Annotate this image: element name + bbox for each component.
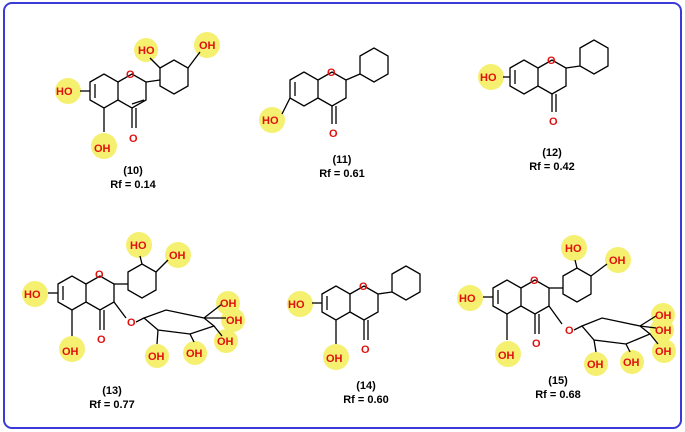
glycoside-oxygen: O (127, 317, 136, 329)
ring-c (537, 59, 567, 95)
compound-14: O O HO OH (14) Rf = 0.60 (287, 265, 421, 406)
compound-number: (15) (548, 375, 568, 387)
carbonyl-oxygen: O (97, 334, 106, 346)
highlight-oh3p (561, 235, 587, 261)
ring-oxygen: O (359, 281, 368, 293)
oh7-label: HO (24, 289, 41, 301)
highlight-s5 (216, 291, 240, 315)
highlight-oh5 (91, 133, 117, 159)
compound-11: O O HO (11) Rf = 0.61 (259, 47, 389, 180)
carbonyl-oxygen: O (549, 116, 558, 128)
compound-10: O O HO OH HO OH (10) Rf = 0.14 (55, 32, 220, 191)
ring-c (520, 279, 550, 315)
ring-b (159, 59, 189, 95)
compound-number: (14) (356, 380, 376, 392)
highlight-oh2p (134, 38, 158, 62)
sugar-oh-2: OH (623, 357, 640, 369)
highlight-s2 (183, 341, 207, 365)
ring-oxygen: O (547, 55, 556, 67)
compound-number: (13) (102, 385, 122, 397)
sugar-oh-4: OH (226, 315, 243, 327)
highlight-oh4p (194, 32, 220, 58)
highlight-s2 (620, 350, 644, 374)
oh7-label: HO (56, 86, 73, 98)
highlight-oh5 (59, 336, 85, 362)
rf-value: Rf = 0.42 (529, 161, 575, 173)
oh7-label: HO (480, 72, 497, 84)
highlight-oh3p (126, 232, 152, 258)
carbonyl-oxygen: O (129, 133, 138, 145)
ring-oxygen: O (530, 275, 539, 287)
sugar-oh-1: OH (587, 359, 604, 371)
sugar-oh-2: OH (186, 348, 203, 360)
figure-border (3, 2, 682, 429)
ring-oxygen: O (126, 69, 135, 81)
rf-value: Rf = 0.14 (110, 179, 156, 191)
oh2p-label: HO (138, 45, 155, 57)
compound-number: (10) (123, 165, 143, 177)
highlight-oh7 (55, 78, 81, 104)
rf-value: Rf = 0.61 (319, 168, 365, 180)
compound-12: O O HO (12) Rf = 0.42 (478, 39, 609, 173)
sugar-oh-3: OH (217, 336, 234, 348)
glycoside-oxygen: O (565, 325, 574, 337)
highlight-s5 (651, 303, 675, 327)
highlight-oh7 (457, 285, 483, 311)
oh7-label: HO (288, 299, 305, 311)
rf-value: Rf = 0.77 (89, 399, 135, 411)
oh3p-label: HO (565, 243, 582, 255)
highlight-s1 (145, 344, 169, 368)
sugar-oh-3: OH (655, 346, 672, 358)
oh5-label: OH (94, 143, 111, 155)
ring-c (85, 275, 115, 311)
compound-number: (11) (333, 154, 352, 166)
highlight-oh7 (287, 291, 313, 317)
sugar-oh-5: OH (655, 310, 672, 322)
compound-13: O O HO OH HO OH O OH OH OH OH OH (13) Rf… (22, 232, 245, 411)
oh5-label: OH (498, 350, 515, 362)
highlight-oh5 (323, 344, 349, 370)
ring-c (117, 73, 147, 109)
oh3p-label: HO (130, 240, 147, 252)
highlight-oh4p (605, 247, 631, 273)
highlight-s3 (214, 329, 238, 353)
sugar-oh-4: OH (655, 325, 672, 337)
sugar-oh-1: OH (148, 351, 165, 363)
ring-c (349, 285, 379, 321)
oh5-label: OH (62, 346, 79, 358)
sugar-oh-5: OH (220, 298, 237, 310)
ring-c (317, 71, 347, 107)
oh7-label: HO (459, 293, 476, 305)
compound-number: (12) (542, 147, 562, 159)
highlight-s3 (652, 339, 676, 363)
oh4p-label: OH (199, 40, 216, 52)
ring-oxygen: O (327, 67, 336, 79)
highlight-oh7 (22, 281, 48, 307)
highlight-s1 (584, 352, 608, 376)
oh5-label: OH (326, 353, 343, 365)
ring-oxygen: O (95, 269, 104, 281)
oh4p-label: OH (169, 250, 186, 262)
carbonyl-oxygen: O (329, 128, 338, 140)
highlight-oh6 (259, 107, 285, 133)
highlight-oh7 (478, 64, 504, 90)
compound-15: O O HO OH HO OH O OH OH OH OH OH (15) Rf… (457, 235, 676, 401)
highlight-oh5 (495, 341, 521, 367)
highlight-oh4p (165, 242, 191, 268)
rf-value: Rf = 0.60 (343, 394, 389, 406)
carbonyl-oxygen: O (361, 344, 370, 356)
oh6-label: HO (262, 115, 279, 127)
rf-value: Rf = 0.68 (535, 389, 581, 401)
oh4p-label: OH (609, 255, 626, 267)
carbonyl-oxygen: O (532, 338, 541, 350)
